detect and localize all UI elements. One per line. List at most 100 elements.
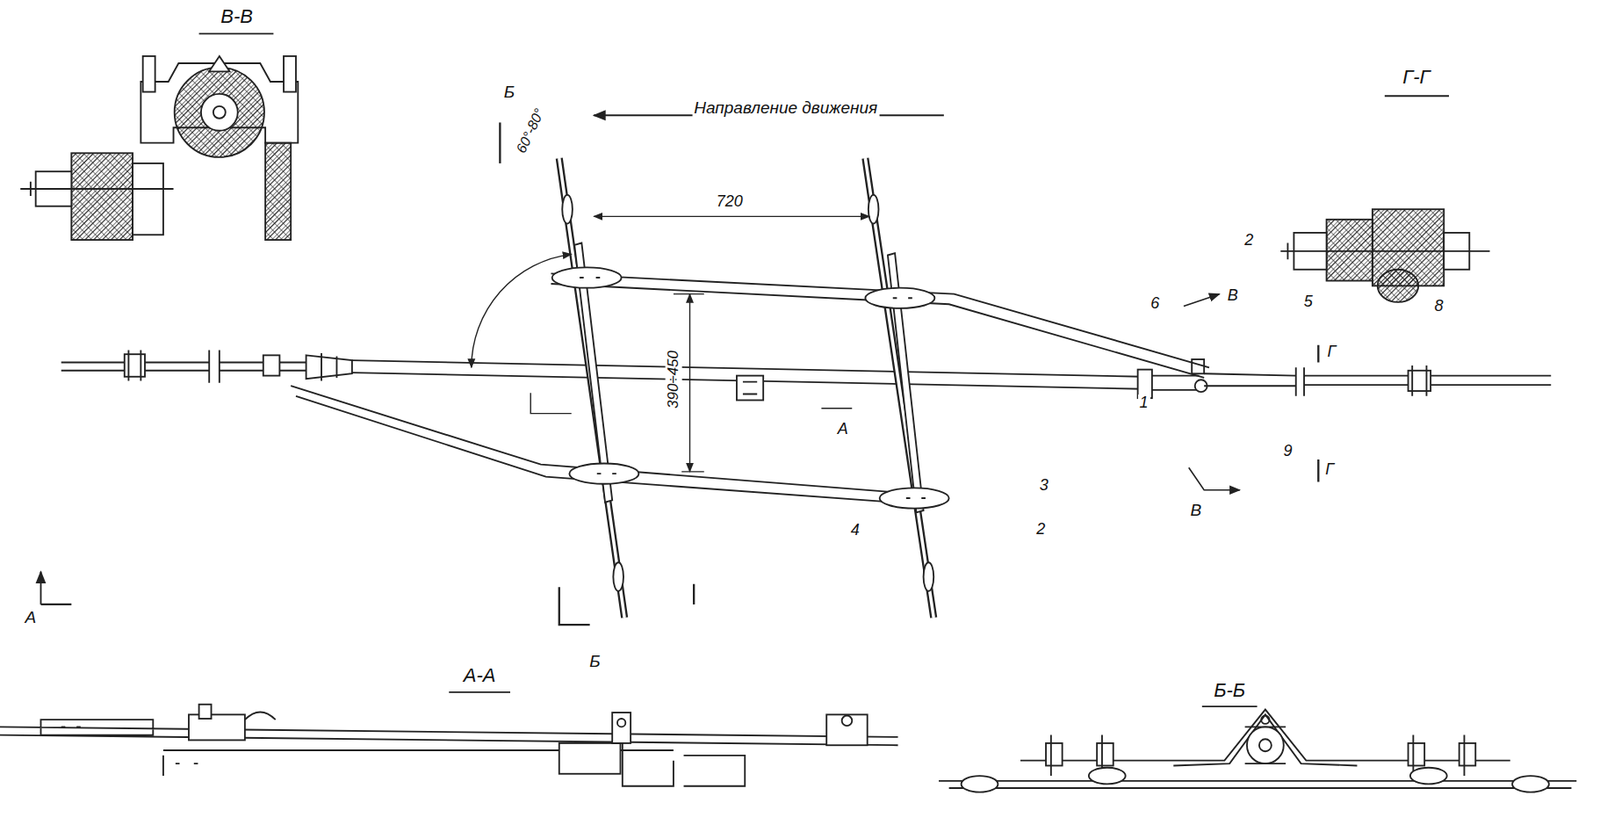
dimension: 720 xyxy=(714,193,745,211)
plan-view xyxy=(864,288,935,309)
section-b-b xyxy=(1459,742,1477,766)
plan-view xyxy=(124,353,145,377)
section-b-b xyxy=(1261,715,1269,724)
section-b-b xyxy=(1259,738,1272,751)
section-g-g xyxy=(1326,219,1373,282)
section-a-a xyxy=(842,715,853,727)
section-v-v xyxy=(174,67,265,158)
section-mark: Г xyxy=(1325,343,1338,361)
callout-number: 4 xyxy=(849,521,862,540)
section-title: Б-Б xyxy=(1211,678,1247,700)
section-mark: Б xyxy=(502,82,517,101)
plan-view xyxy=(1152,375,1199,390)
callout-number: 2 xyxy=(1242,231,1255,250)
section-b-b xyxy=(1045,742,1063,766)
plan-view xyxy=(1191,359,1204,374)
dimension: 390÷450 xyxy=(665,348,683,411)
section-title: А-А xyxy=(461,664,498,686)
plan-view xyxy=(550,273,1209,378)
plan-view xyxy=(552,266,622,288)
section-v-v xyxy=(199,32,274,35)
direction-note: Направление движения xyxy=(691,99,880,118)
plan-view xyxy=(306,354,353,379)
plan-view xyxy=(321,353,337,381)
plan-view xyxy=(879,487,950,508)
callout-number: 2 xyxy=(1034,520,1047,539)
section-title: Г-Г xyxy=(1400,66,1432,88)
plan-view xyxy=(1183,294,1220,307)
plan-view xyxy=(1203,367,1551,397)
section-g-g xyxy=(1377,269,1419,303)
plan-view xyxy=(40,571,43,605)
section-a-a xyxy=(245,711,276,720)
plan-view xyxy=(689,294,691,472)
section-a-a xyxy=(0,691,899,786)
section-a-a xyxy=(612,712,631,743)
section-v-v xyxy=(20,181,173,196)
plan-view xyxy=(1412,365,1427,397)
section-b-b xyxy=(1096,742,1114,766)
section-a-a xyxy=(0,719,899,776)
section-b-b xyxy=(1173,713,1357,765)
section-v-v xyxy=(265,143,291,240)
plan-view xyxy=(40,115,1551,625)
callout-number: 1 xyxy=(1138,394,1151,412)
callout-number: 9 xyxy=(1281,442,1294,461)
section-g-g xyxy=(1384,94,1449,97)
section-mark: А xyxy=(836,420,851,439)
section-b-b xyxy=(1088,767,1126,785)
plan-view xyxy=(1317,345,1319,483)
section-a-a xyxy=(188,713,246,740)
plan-view xyxy=(530,392,852,413)
section-a-a xyxy=(61,726,199,764)
plan-view xyxy=(569,463,639,484)
plan-view xyxy=(579,277,926,498)
section-v-v xyxy=(132,163,164,235)
callout-number: 8 xyxy=(1432,297,1445,316)
plan-view xyxy=(1189,467,1240,491)
angle-dimension: 60°-80° xyxy=(512,104,548,158)
plan-view xyxy=(40,603,72,606)
plan-view xyxy=(128,350,141,382)
section-b-b xyxy=(1246,726,1284,764)
plan-view xyxy=(559,158,934,618)
section-a-a xyxy=(826,713,867,745)
callout-number: 3 xyxy=(1037,476,1051,495)
section-mark: Г xyxy=(1323,461,1336,479)
section-mark: Б xyxy=(587,652,602,671)
section-mark: А xyxy=(23,608,39,628)
plan-view xyxy=(559,583,694,625)
plan-view xyxy=(263,354,281,375)
plan-view xyxy=(562,194,573,224)
section-b-b xyxy=(961,775,999,793)
plan-view xyxy=(868,194,880,224)
section-a-a xyxy=(622,742,745,786)
section-v-v xyxy=(201,93,238,131)
section-v-v xyxy=(283,56,296,93)
plan-view xyxy=(498,122,501,163)
plan-view xyxy=(593,216,870,217)
section-mark: В xyxy=(1189,501,1204,520)
callout-number: 5 xyxy=(1302,293,1315,311)
plan-view xyxy=(736,375,764,401)
section-a-a xyxy=(199,704,212,719)
plan-view xyxy=(742,381,757,395)
section-b-b xyxy=(938,780,1577,788)
section-a-a xyxy=(559,742,621,774)
plan-view xyxy=(612,562,624,591)
section-v-v xyxy=(20,33,298,240)
section-b-b xyxy=(1245,726,1286,764)
section-v-v xyxy=(213,106,226,119)
section-a-a xyxy=(448,691,511,693)
section-v-v xyxy=(143,56,156,93)
section-v-v xyxy=(209,56,230,72)
section-g-g xyxy=(1280,95,1490,303)
section-a-a xyxy=(617,718,626,727)
section-v-v xyxy=(71,152,133,240)
section-b-b xyxy=(1408,742,1426,766)
plan-view xyxy=(471,253,572,368)
section-mark: В xyxy=(1225,287,1240,305)
